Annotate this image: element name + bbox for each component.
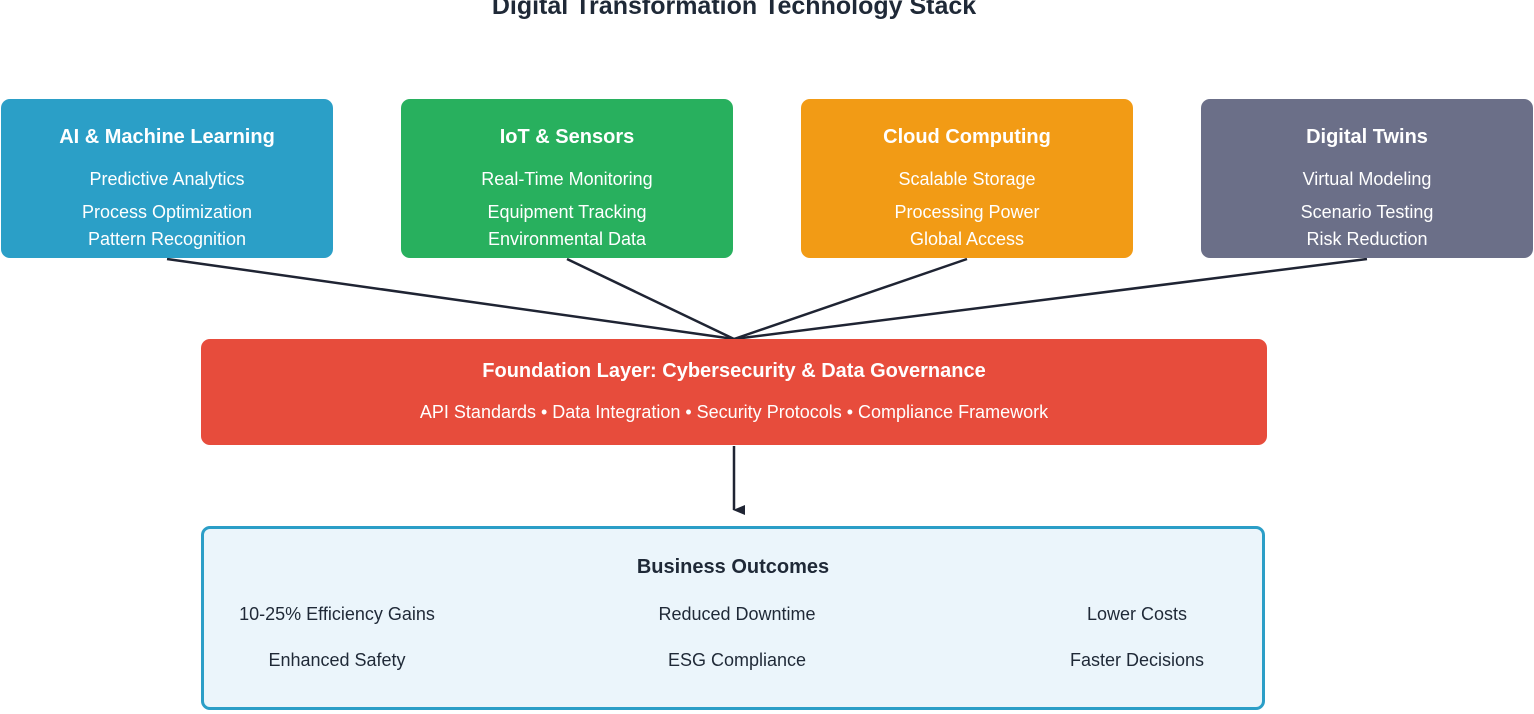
connector-cloud-to-foundation [733, 257, 968, 341]
foundation-title: Foundation Layer: Cybersecurity & Data G… [482, 360, 986, 382]
outcome-item: Faster Decisions [1069, 650, 1205, 670]
tech-box-item: Process Optimization [81, 202, 253, 222]
connector-twins-to-foundation [733, 257, 1368, 341]
outcome-item: Reduced Downtime [658, 604, 816, 624]
tech-box-item: Virtual Modeling [1302, 169, 1432, 189]
tech-box-title: Cloud Computing [883, 126, 1051, 148]
tech-box-item: Real-Time Monitoring [481, 169, 653, 189]
tech-box-title: Digital Twins [1306, 126, 1428, 148]
tech-box-item: Pattern Recognition [87, 229, 247, 249]
outcome-item: Enhanced Safety [268, 650, 406, 670]
outcome-item: 10-25% Efficiency Gains [239, 604, 435, 624]
tech-box-digital-twins: Digital Twins Virtual Modeling Scenario … [1201, 99, 1533, 258]
tech-box-ai-ml: AI & Machine Learning Predictive Analyti… [1, 99, 333, 258]
outcome-item: Lower Costs [1086, 604, 1188, 624]
business-outcomes-box: Business Outcomes 10-25% Efficiency Gain… [201, 526, 1265, 710]
tech-box-item: Risk Reduction [1306, 229, 1428, 249]
tech-box-item: Equipment Tracking [487, 202, 647, 222]
tech-box-item: Global Access [909, 229, 1025, 249]
tech-box-iot-sensors: IoT & Sensors Real-Time Monitoring Equip… [401, 99, 733, 258]
tech-box-item: Scenario Testing [1300, 202, 1434, 222]
tech-box-title: IoT & Sensors [499, 126, 635, 148]
connector-ai-to-foundation [166, 257, 735, 341]
tech-box-item: Scalable Storage [898, 169, 1036, 189]
outcomes-title: Business Outcomes [636, 556, 830, 578]
tech-box-item: Predictive Analytics [89, 169, 245, 189]
tech-box-title: AI & Machine Learning [59, 126, 275, 148]
foundation-subtitle: API Standards • Data Integration • Secur… [419, 402, 1049, 422]
diagram-title: Digital Transformation Technology Stack [491, 0, 977, 20]
tech-box-item: Environmental Data [487, 229, 647, 249]
foundation-layer-box: Foundation Layer: Cybersecurity & Data G… [201, 339, 1267, 445]
outcome-item: ESG Compliance [667, 650, 807, 670]
connector-iot-to-foundation [566, 257, 735, 341]
tech-box-cloud-computing: Cloud Computing Scalable Storage Process… [801, 99, 1133, 258]
tech-box-item: Processing Power [894, 202, 1040, 222]
